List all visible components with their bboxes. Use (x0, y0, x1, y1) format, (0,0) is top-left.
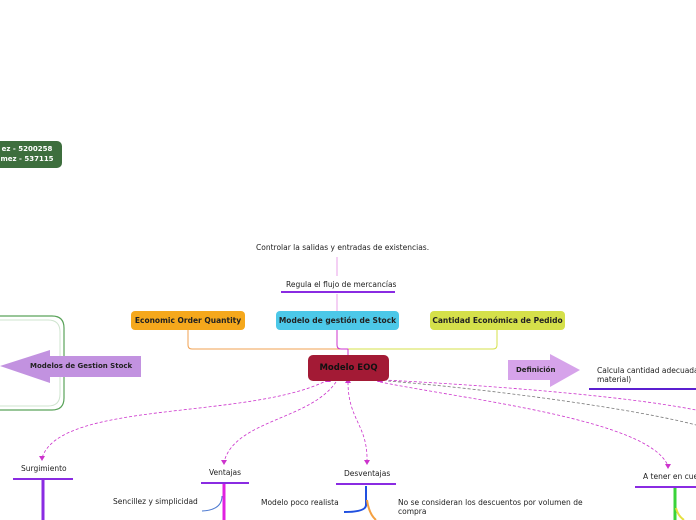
stem-ventajas-curve (201, 495, 223, 512)
node-cantidad-economica[interactable]: Cantidad Económica de Pedido (430, 311, 565, 330)
dashed-link-right-1 (383, 379, 696, 411)
node-modelo-eoq[interactable]: Modelo EOQ (308, 355, 389, 381)
note-regula[interactable]: Regula el flujo de mercancías (286, 280, 397, 289)
branch-desventajas[interactable]: Desventajas (344, 469, 391, 478)
definition-text[interactable]: Calcula cantidad adecuada d material) (597, 366, 696, 385)
arrowhead-desventajas (364, 460, 370, 465)
dashed-link-ventajas (223, 381, 337, 463)
branch-ventajas-sub[interactable]: Sencillez y simplicidad (113, 497, 198, 506)
dashed-link-right-2 (387, 380, 696, 426)
stem-tener-yellow (675, 507, 685, 520)
authors-box[interactable]: ez - 5200258 mez - 537115 (0, 141, 62, 168)
branch-a-tener-en-cuenta[interactable]: A tener en cue (643, 472, 696, 481)
connector-economic (187, 330, 340, 350)
arrowhead-surgimiento (39, 456, 45, 461)
stem-desventajas-blue (343, 486, 367, 513)
dashed-link-desventajas (347, 381, 368, 463)
definition-line-1: Calcula cantidad adecuada d (597, 366, 696, 375)
branch-desventajas-sub1[interactable]: Modelo poco realista (261, 498, 339, 507)
connector-cantidad (348, 330, 498, 350)
branch-ventajas[interactable]: Ventajas (209, 468, 242, 477)
dashed-link-tener (379, 381, 669, 467)
node-modelo-gestion-stock[interactable]: Modelo de gestión de Stock (276, 311, 399, 330)
note-controlar[interactable]: Controlar la salidas y entradas de exist… (256, 243, 430, 252)
author-line-2: mez - 537115 (0, 154, 54, 163)
stem-desventajas-orange (366, 499, 377, 520)
author-line-1: ez - 5200258 (1, 145, 53, 154)
label-definicion[interactable]: Definición (516, 366, 556, 374)
arrowhead-ventajas (221, 460, 227, 465)
label-modelos-gestion-stock[interactable]: Modelos de Gestion Stock (30, 362, 133, 370)
branch-desventajas-sub2-line1: No se consideran los descuentos por volu… (398, 498, 583, 507)
dashed-link-surgimiento (41, 379, 329, 459)
branch-surgimiento[interactable]: Surgimiento (21, 464, 67, 473)
branch-desventajas-sub2[interactable]: No se consideran los descuentos por volu… (398, 498, 583, 517)
connector-gestion (336, 330, 348, 350)
definition-line-2: material) (597, 375, 632, 385)
arrowhead-tener (665, 464, 671, 469)
right-arrow-shape (508, 354, 580, 387)
left-arrow-shape (0, 350, 141, 383)
branch-desventajas-sub2-line2: compra (398, 507, 427, 517)
node-economic-order-quantity[interactable]: Economic Order Quantity (131, 311, 245, 330)
